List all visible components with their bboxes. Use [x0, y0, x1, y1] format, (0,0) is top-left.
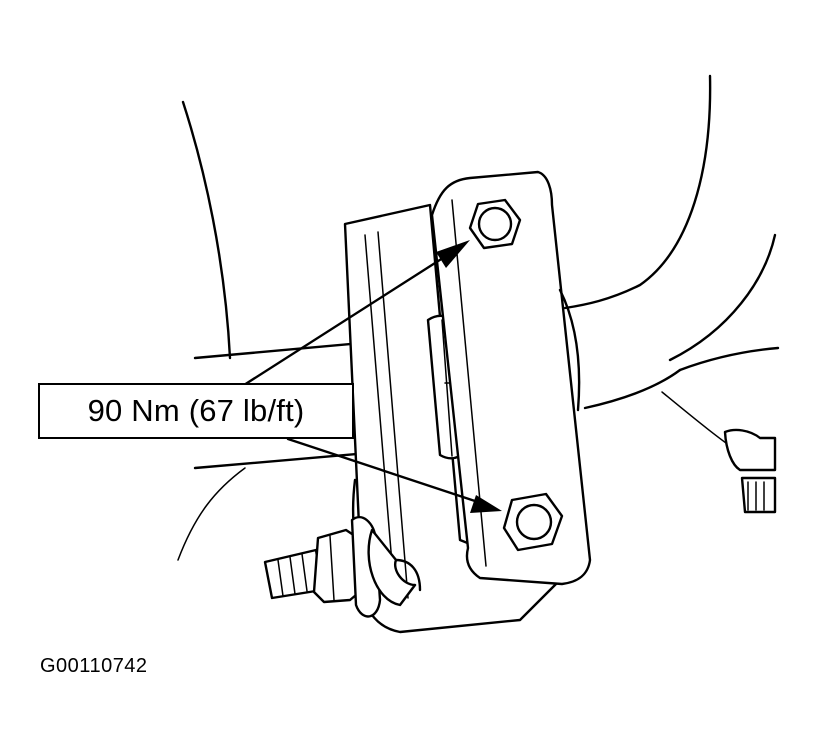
- figure-id: G00110742: [40, 655, 148, 677]
- hook-bracket: [367, 528, 422, 607]
- upper-leader-line: [242, 254, 448, 387]
- upper-bolt: [468, 198, 522, 250]
- lower-arrowhead-icon: [470, 495, 502, 513]
- torque-callout: 90 Nm (67 lb/ft): [38, 383, 354, 439]
- lower-leader-line: [286, 437, 480, 504]
- clamp-strap: [430, 170, 592, 586]
- background-outlines: [177, 74, 780, 561]
- torque-spec-label: 90 Nm (67 lb/ft): [87, 393, 305, 428]
- callout-leaders: [242, 240, 502, 513]
- side-stud-assembly: [263, 516, 382, 618]
- right-side-stud: [723, 428, 777, 514]
- lower-bolt: [502, 492, 564, 552]
- upper-arrowhead-icon: [436, 240, 470, 268]
